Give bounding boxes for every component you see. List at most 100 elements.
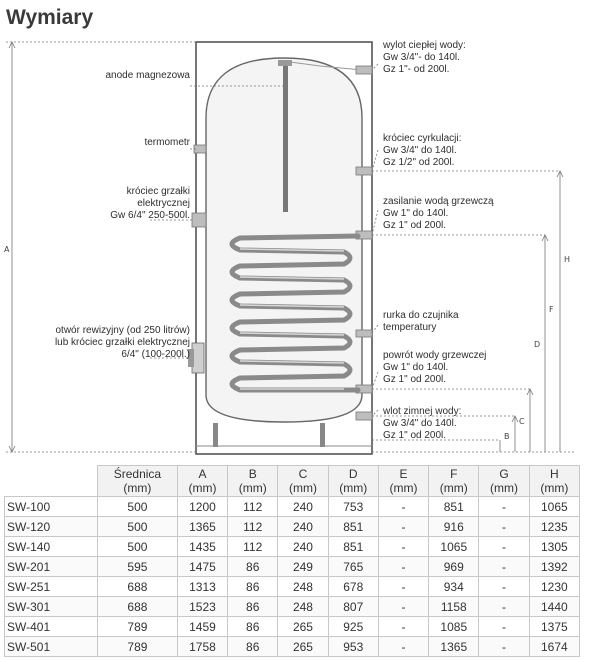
label-thermometer: termometr <box>144 137 190 148</box>
table-header-row: Średnica(mm) A(mm) B(mm) C(mm) D(mm) E(m… <box>4 465 581 497</box>
table-cell: 240 <box>277 496 329 517</box>
model-name-cell: SW-140 <box>4 536 98 557</box>
table-cell: 1230 <box>528 576 581 597</box>
table-cell: 1375 <box>528 616 581 637</box>
table-header-cell: A(mm) <box>176 465 229 497</box>
table-cell: 500 <box>97 536 178 557</box>
tank-leg-left <box>213 423 218 447</box>
table-cell: 1085 <box>428 616 480 637</box>
table-cell: 1235 <box>528 516 581 537</box>
table-cell: - <box>478 556 530 577</box>
table-cell: 1392 <box>528 556 581 577</box>
table-cell: - <box>377 496 430 517</box>
label-heater: króciec grzałki elektrycznej Gw 6/4" 250… <box>110 186 190 221</box>
dimension-label-b: B <box>504 432 510 441</box>
table-header-corner <box>4 465 98 497</box>
table-cell: - <box>478 636 530 657</box>
dimension-label-c: C <box>519 417 525 426</box>
page-title: Wymiary <box>6 6 94 29</box>
table-cell: 1475 <box>176 556 229 577</box>
table-cell: 500 <box>97 516 178 537</box>
table-header-cell: G(mm) <box>478 465 530 497</box>
table-cell: 248 <box>277 596 329 617</box>
label-inspection: otwór rewizyjny (od 250 litrów) lub króc… <box>54 325 190 360</box>
table-cell: 916 <box>428 516 480 537</box>
model-name-cell: SW-201 <box>4 556 98 577</box>
table-cell: 86 <box>227 556 279 577</box>
model-name-cell: SW-301 <box>4 596 98 617</box>
table-cell: 851 <box>428 496 480 517</box>
table-cell: - <box>478 596 530 617</box>
table-cell: 265 <box>277 616 329 637</box>
table-cell: 86 <box>227 576 279 597</box>
table-cell: - <box>377 556 430 577</box>
label-sensor-tube: rurka do czujnika temperatury <box>383 310 459 333</box>
label-hot-water: wylot ciepłej wody: Gw 3/4"- do 140l. Gz… <box>383 40 466 75</box>
table-cell: 112 <box>227 536 279 557</box>
table-cell: 112 <box>227 516 279 537</box>
table-cell: 789 <box>97 636 178 657</box>
table-cell: 1200 <box>176 496 229 517</box>
tank-vessel <box>205 57 363 423</box>
table-header-cell: F(mm) <box>428 465 480 497</box>
table-cell: 753 <box>327 496 379 517</box>
table-cell: 953 <box>327 636 379 657</box>
label-anode: anode magnezowa <box>105 70 190 81</box>
table-cell: - <box>478 516 530 537</box>
table-cell: 1523 <box>176 596 229 617</box>
table-cell: 500 <box>97 496 178 517</box>
table-cell: 240 <box>277 516 329 537</box>
dimension-label-f: F <box>549 305 554 314</box>
table-cell: 1305 <box>528 536 581 557</box>
table-header-cell: D(mm) <box>327 465 379 497</box>
table-cell: 1365 <box>176 516 229 537</box>
table-cell: 688 <box>97 576 178 597</box>
dimension-label-d: D <box>534 340 540 349</box>
table-cell: - <box>377 576 430 597</box>
table-cell: 789 <box>97 616 178 637</box>
table-cell: 86 <box>227 596 279 617</box>
label-cold-water: wlot zimnej wody: Gw 3/4" do 140l. Gz 1"… <box>383 406 462 441</box>
dimensions-table: Średnica(mm) A(mm) B(mm) C(mm) D(mm) E(m… <box>4 465 581 657</box>
hot-water-connector <box>355 65 373 75</box>
circulation-connector <box>355 166 373 176</box>
table-cell: 925 <box>327 616 379 637</box>
table-cell: 1440 <box>528 596 581 617</box>
table-cell: - <box>377 516 430 537</box>
table-cell: 851 <box>327 516 379 537</box>
table-cell: 969 <box>428 556 480 577</box>
model-name-cell: SW-501 <box>4 636 98 657</box>
label-circulation: króciec cyrkulacji: Gw 3/4" do 140l. Gz … <box>383 133 462 168</box>
table-cell: - <box>478 616 530 637</box>
table-cell: 1365 <box>428 636 480 657</box>
table-cell: 1065 <box>528 496 581 517</box>
label-heating-return: powrót wody grzewczej Gw 1" do 140l. Gz … <box>383 350 487 385</box>
table-cell: - <box>377 636 430 657</box>
heat-exchanger-coil <box>229 233 361 393</box>
table-cell: - <box>377 596 430 617</box>
model-name-cell: SW-251 <box>4 576 98 597</box>
table-header-cell: H(mm) <box>528 465 581 497</box>
dimension-label-h: H <box>564 255 570 264</box>
table-header-cell: B(mm) <box>227 465 279 497</box>
cold-water-connector <box>355 411 373 421</box>
sensor-tube-connector <box>355 329 373 338</box>
table-cell: 595 <box>97 556 178 577</box>
table-cell: 86 <box>227 616 279 637</box>
table-cell: 765 <box>327 556 379 577</box>
dimension-label-a: A <box>4 245 10 254</box>
table-cell: 248 <box>277 576 329 597</box>
table-cell: 265 <box>277 636 329 657</box>
label-heating-supply: zasilanie wodą grzewczą Gw 1" do 140l. G… <box>383 196 494 231</box>
table-cell: 240 <box>277 536 329 557</box>
model-name-cell: SW-100 <box>4 496 98 517</box>
table-header-cell: C(mm) <box>277 465 329 497</box>
